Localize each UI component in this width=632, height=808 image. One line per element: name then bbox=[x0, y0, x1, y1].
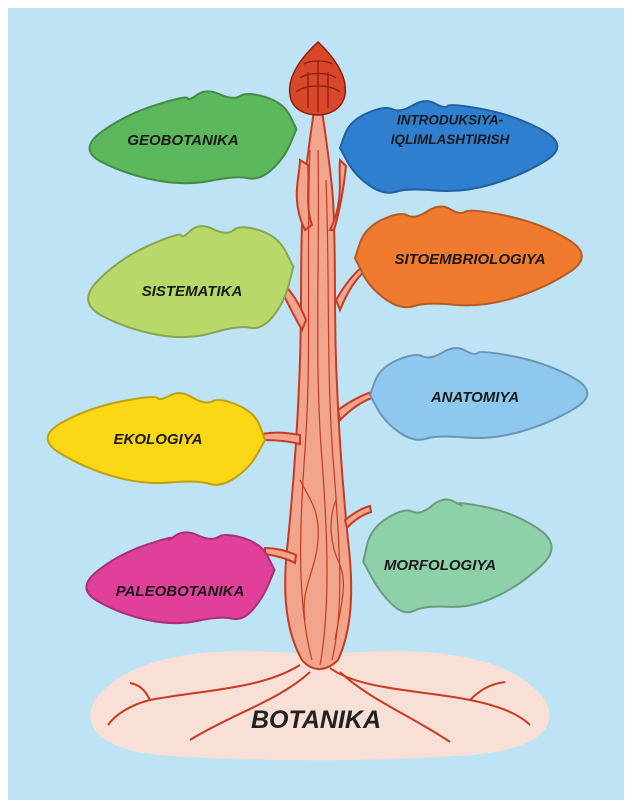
leaf-label-paleobotanika: PALEOBOTANIKA bbox=[116, 583, 245, 600]
leaf-label-ekologiya: EKOLOGIYA bbox=[114, 431, 203, 448]
leaf-label-introduksiya-line-2: IQLIMLASHTIRISH bbox=[391, 132, 510, 147]
leaf-label-geobotanika: GEOBOTANIKA bbox=[127, 132, 238, 149]
leaf-label-sitoembriologiya: SITOEMBRIOLOGIYA bbox=[394, 251, 545, 268]
leaf-label-introduksiya-line-1: INTRODUKSIYA- bbox=[397, 112, 504, 127]
leaf-label-morfologiya: MORFOLOGIYA bbox=[384, 557, 496, 574]
leaf-label-anatomiya: ANATOMIYA bbox=[430, 389, 519, 406]
leaf-label-sistematika: SISTEMATIKA bbox=[142, 283, 243, 300]
root-label-botanika: BOTANIKA bbox=[251, 706, 381, 734]
